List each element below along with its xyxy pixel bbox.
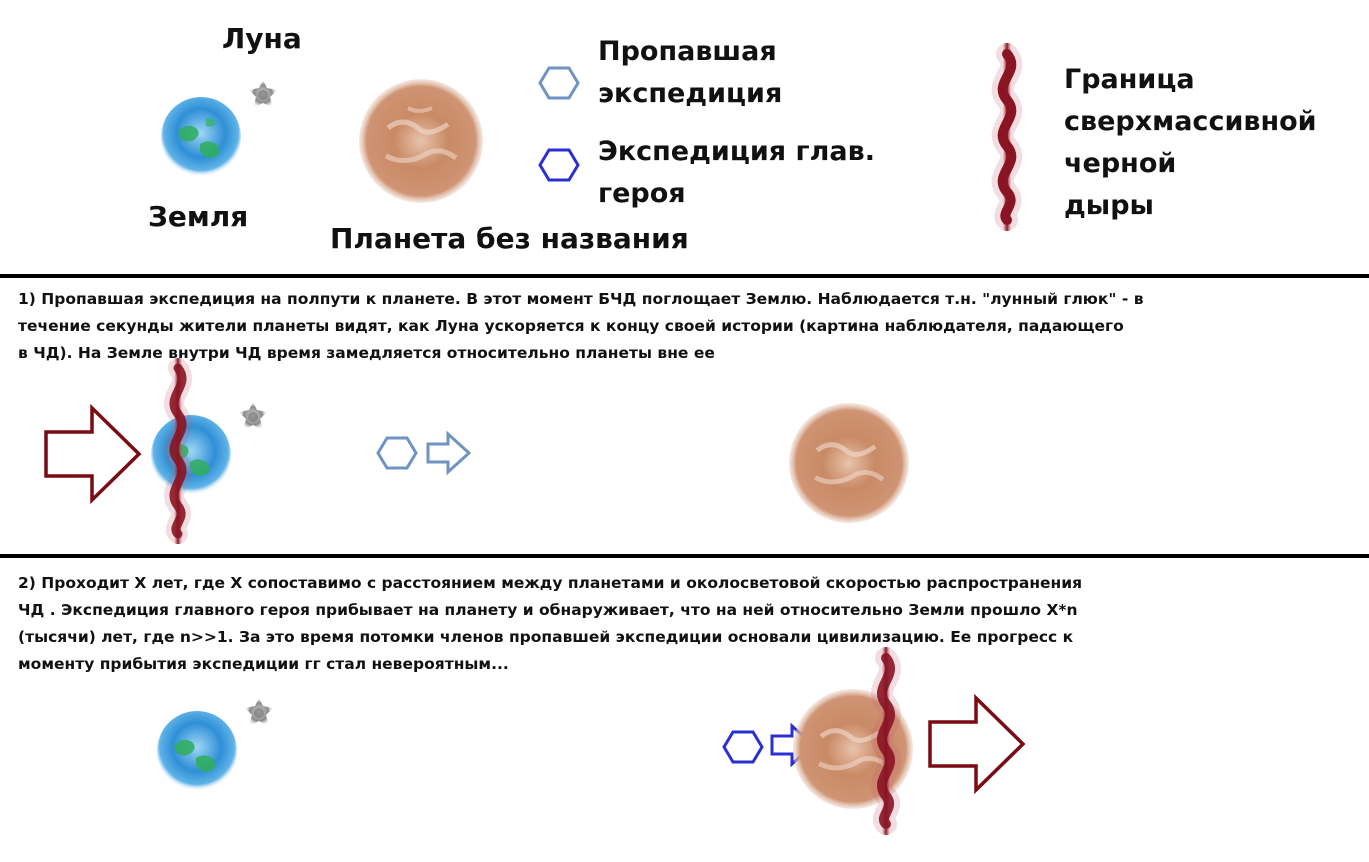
boundary-label-line2: сверхмассивной: [1064, 106, 1317, 137]
planet-icon: [359, 79, 483, 203]
black-hole-boundary-icon: [991, 43, 1023, 231]
moon-icon-scene2: [245, 698, 273, 726]
earth-icon-scene2: [157, 711, 237, 791]
divider-2: [0, 554, 1369, 558]
boundary-label-line3: черной: [1064, 148, 1177, 179]
divider-1: [0, 274, 1369, 278]
scene1-text: 1) Пропавшая экспедиция на полпути к пла…: [18, 286, 1363, 367]
boundary-label-line4: дыры: [1064, 190, 1154, 221]
black-hole-boundary-scene2: [871, 647, 901, 835]
hero-expedition-label-line2: героя: [598, 178, 686, 209]
boundary-label-line1: Граница: [1064, 64, 1195, 95]
black-hole-expansion-arrow-1: [44, 403, 142, 505]
black-hole-expansion-arrow-2: [928, 693, 1026, 795]
earth-icon: [161, 97, 241, 177]
lost-expedition-label-line2: экспедиция: [598, 78, 783, 109]
lost-expedition-icon-scene1: [376, 436, 418, 470]
moon-icon: [249, 80, 277, 108]
hero-expedition-icon-scene2: [722, 730, 764, 764]
scene1-text-line1: 1) Пропавшая экспедиция на полпути к пла…: [18, 290, 1144, 308]
scene2-text-line4: моменту прибытия экспедиции гг стал неве…: [18, 655, 509, 673]
lost-expedition-label-line1: Пропавшая: [598, 36, 777, 67]
scene2-text: 2) Проходит X лет, где X сопоставимо с р…: [18, 570, 1363, 678]
scene1-text-line3: в ЧД). На Земле внутри ЧД время замедляе…: [18, 344, 715, 362]
lost-expedition-arrow-scene1: [426, 430, 472, 476]
hero-expedition-label-line1: Экспедиция глав.: [598, 136, 875, 167]
planet-label: Планета без названия: [330, 222, 689, 255]
hero-expedition-icon: [538, 148, 580, 182]
scene1-text-line2: течение секунды жители планеты видят, ка…: [18, 317, 1124, 335]
moon-icon-scene1: [239, 402, 267, 430]
moon-label: Луна: [222, 22, 302, 55]
planet-icon-scene1: [788, 402, 910, 524]
scene2-text-line1: 2) Проходит X лет, где X сопоставимо с р…: [18, 574, 1083, 592]
earth-label: Земля: [148, 200, 249, 233]
scene2-text-line3: (тысячи) лет, где n>>1. За это время пот…: [18, 628, 1074, 646]
scene2-text-line2: ЧД . Экспедиция главного героя прибывает…: [18, 601, 1078, 619]
lost-expedition-icon: [538, 66, 580, 100]
black-hole-boundary-scene1: [164, 358, 192, 544]
